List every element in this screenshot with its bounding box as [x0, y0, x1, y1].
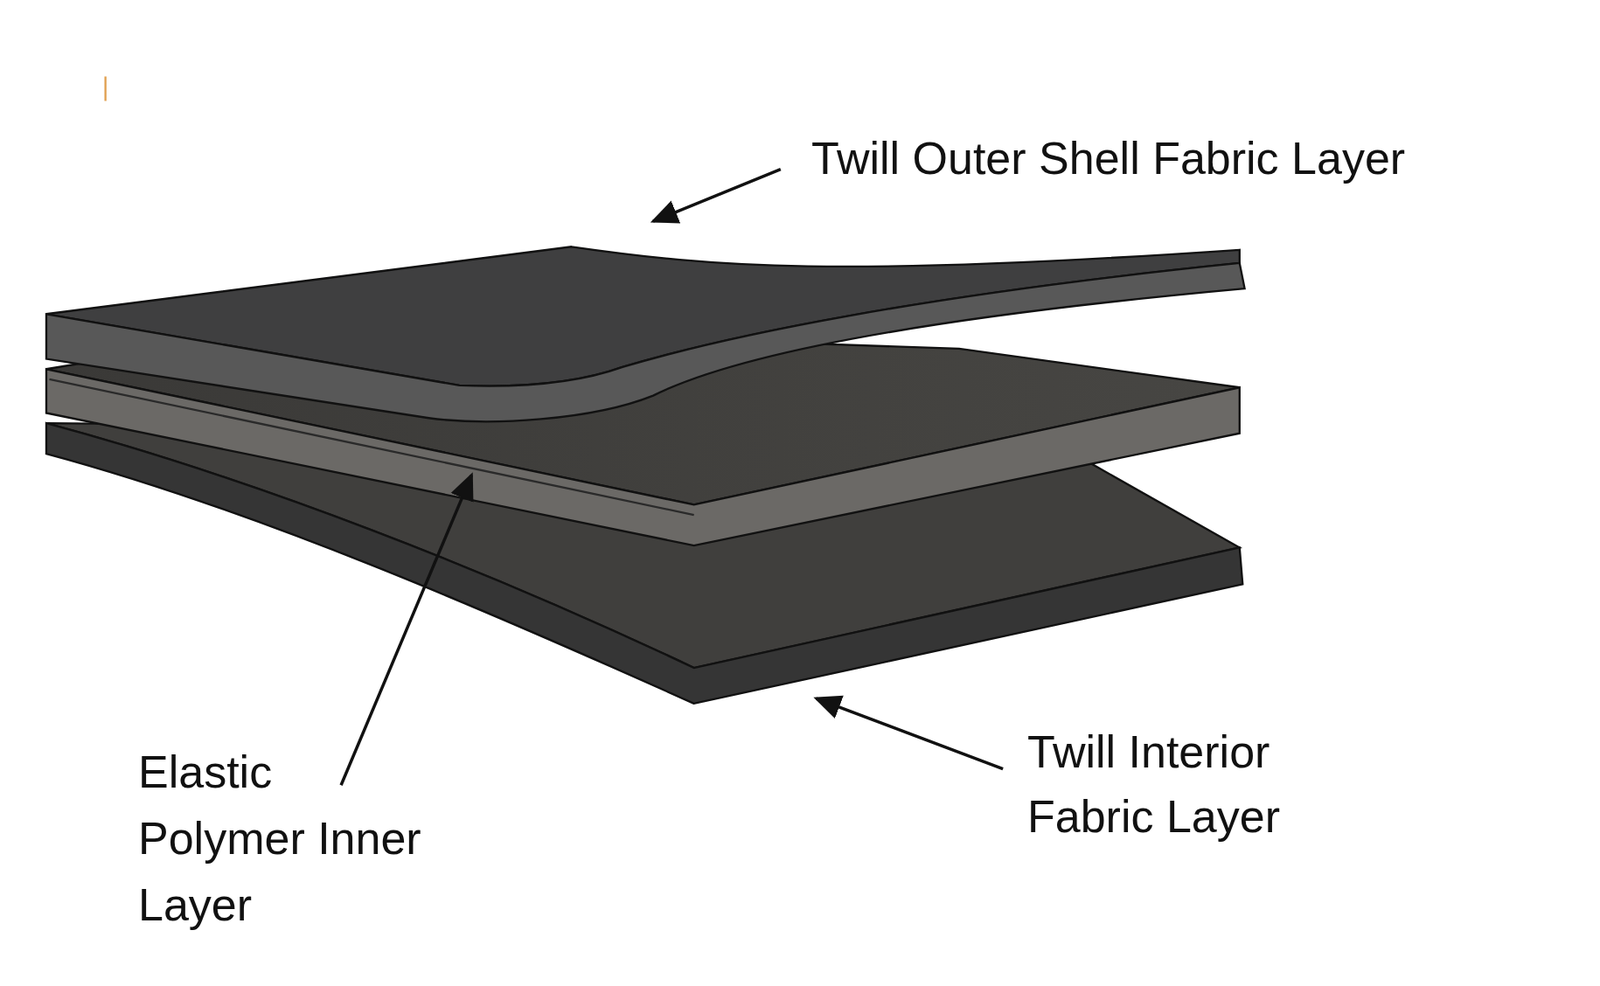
outer-shell-layer — [46, 246, 1246, 422]
leader-arrow — [653, 169, 781, 222]
leader-arrow — [340, 475, 472, 787]
layer-label: Twill Interior Fabric Layer — [1027, 719, 1378, 849]
tick-mark — [104, 76, 106, 101]
layer-label: Elastic Polymer Inner Layer — [138, 738, 427, 939]
layer-label: Twill Outer Shell Fabric Layer — [811, 131, 1581, 186]
leader-arrow — [816, 698, 1003, 769]
